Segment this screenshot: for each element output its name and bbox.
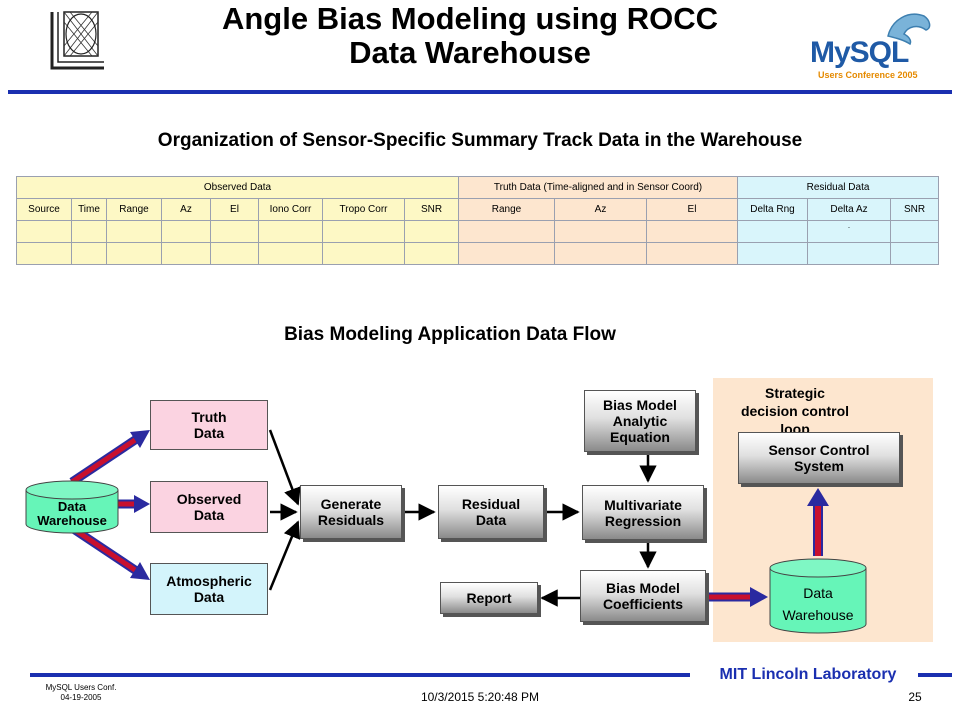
conference-label: MySQL Users Conf. 04-19-2005	[36, 683, 126, 703]
multivariate-regression-box: Multivariate Regression	[582, 485, 704, 540]
warehouse-to-truth-arrow	[69, 430, 150, 486]
page-title: Angle Bias Modeling using ROCC Data Ware…	[120, 2, 820, 70]
lincoln-lab-logo-icon	[50, 11, 104, 70]
data-warehouse-left-label: Data Warehouse	[37, 499, 107, 528]
table-cell	[106, 242, 162, 265]
section1-heading: Organization of Sensor-Specific Summary …	[157, 130, 803, 151]
timestamp: 10/3/2015 5:20:48 PM	[420, 690, 540, 704]
table-cell	[554, 220, 647, 243]
footer-rule-right	[918, 673, 952, 677]
conference-line-2: 04-19-2005	[60, 693, 102, 702]
data-warehouse-left-cylinder	[25, 480, 119, 534]
mysql-logo-text: MySQL	[810, 36, 909, 69]
page-number: 25	[908, 690, 922, 704]
observed-data-box: Observed Data	[150, 481, 268, 533]
table-cell	[646, 220, 738, 243]
warehouse-to-observed-arrow	[116, 495, 150, 513]
table-row: .	[16, 220, 939, 243]
dolphin-icon	[887, 13, 931, 46]
group-header-row: Observed Data Truth Data (Time-aligned a…	[16, 176, 939, 199]
table-cell	[737, 242, 808, 265]
table-cell	[71, 242, 107, 265]
coefficients-to-warehouse-arrow	[708, 587, 768, 607]
table-cell	[322, 242, 405, 265]
data-warehouse-right-label: Data Warehouse	[782, 585, 854, 623]
conference-line-1: MySQL Users Conf.	[45, 683, 117, 692]
table-cell	[106, 220, 162, 243]
table-cell	[16, 242, 72, 265]
header-rule	[8, 90, 952, 94]
title-line-1: Angle Bias Modeling using ROCC	[221, 1, 718, 36]
column-header-row: Source Time Range Az El Iono Corr Tropo …	[16, 198, 939, 221]
connector-truth	[268, 429, 301, 506]
table-cell	[646, 242, 738, 265]
footer-rule-left	[30, 673, 690, 677]
col-az: Az	[161, 198, 211, 221]
col-delta-rng: Delta Rng	[737, 198, 808, 221]
table-cell	[458, 220, 555, 243]
col-range: Range	[106, 198, 162, 221]
table-cell	[71, 220, 107, 243]
section2-heading: Bias Modeling Application Data Flow	[284, 324, 616, 345]
lab-name: MIT Lincoln Laboratory	[719, 666, 897, 683]
col-truth-az: Az	[554, 198, 647, 221]
col-truth-el: El	[646, 198, 738, 221]
group-truth: Truth Data (Time-aligned and in Sensor C…	[458, 176, 738, 199]
warehouse-to-sensor-arrow	[807, 488, 829, 556]
col-iono-corr: Iono Corr	[258, 198, 323, 221]
bias-model-coefficients-box: Bias Model Coefficients	[580, 570, 706, 622]
mysql-logo-subtext: Users Conference 2005	[818, 70, 918, 80]
table-row	[16, 242, 939, 265]
table-cell-dot: .	[807, 220, 891, 243]
group-residual: Residual Data	[737, 176, 939, 199]
col-time: Time	[71, 198, 107, 221]
table-cell	[458, 242, 555, 265]
data-warehouse-right-cylinder	[769, 558, 867, 634]
table-cell	[890, 242, 939, 265]
generate-residuals-box: Generate Residuals	[300, 485, 402, 539]
col-snr: SNR	[404, 198, 459, 221]
title-line-2: Data Warehouse	[349, 35, 591, 70]
mysql-logo: MySQL Users Conference 2005	[808, 6, 940, 82]
table-cell	[554, 242, 647, 265]
warehouse-to-atmospheric-arrow	[69, 524, 150, 580]
truth-data-box: Truth Data	[150, 400, 268, 450]
col-el: El	[210, 198, 259, 221]
table-cell	[807, 242, 891, 265]
connector-atmospheric	[268, 520, 301, 591]
sensor-control-system-box: Sensor Control System	[738, 432, 900, 484]
residual-data-box: Residual Data	[438, 485, 544, 539]
table-cell	[210, 242, 259, 265]
table-cell	[404, 242, 459, 265]
warehouse-table: Observed Data Truth Data (Time-aligned a…	[16, 176, 939, 265]
lincoln-lab-logo	[44, 6, 110, 72]
table-cell	[161, 220, 211, 243]
bias-model-equation-box: Bias Model Analytic Equation	[584, 390, 696, 452]
atmospheric-data-box: Atmospheric Data	[150, 563, 268, 615]
table-cell	[737, 220, 808, 243]
table-cell	[322, 220, 405, 243]
table-cell	[258, 242, 323, 265]
report-box: Report	[440, 582, 538, 614]
col-truth-range: Range	[458, 198, 555, 221]
